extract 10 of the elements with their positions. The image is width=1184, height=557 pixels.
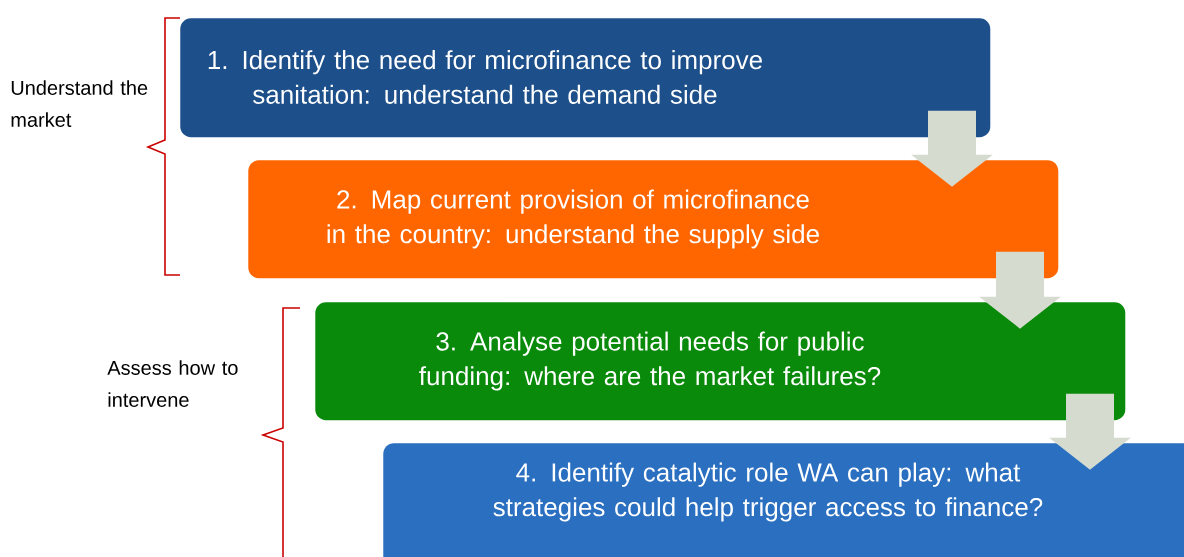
step-box (248, 160, 1059, 279)
step-text: 1. Identify the need for microfinance to improve sanitation: understand the demand side (208, 50, 762, 104)
group-label: Understand the market (11, 80, 148, 127)
step-box (180, 18, 991, 138)
step-text: 2. Map current provision of microfinance in the country: understand the supply side (327, 189, 819, 249)
step-box (315, 302, 1126, 421)
step-text: 4. Identify catalytic role WA can play: what strategies could help trigger access to finance? (493, 462, 1043, 522)
group-label: Assess how to intervene (107, 360, 238, 407)
step-text: 3. Analyse potential needs for public funding: where are the market failures? (419, 331, 881, 391)
step-box (383, 443, 1184, 557)
